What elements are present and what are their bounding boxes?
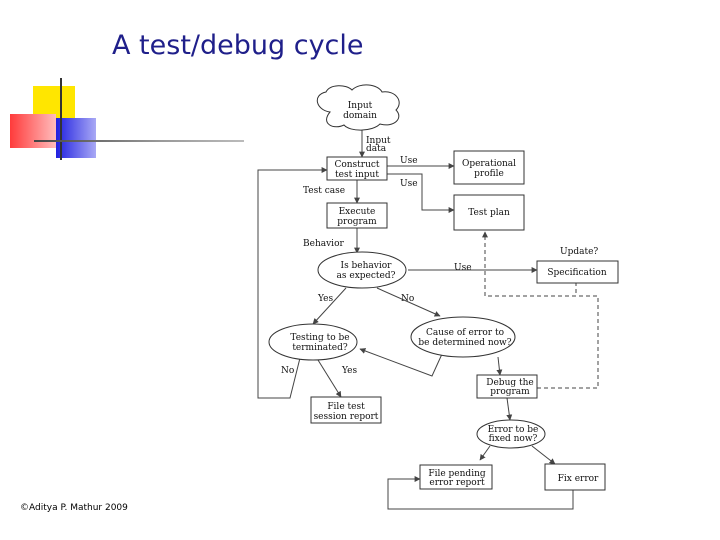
input-data-line2: data [366, 144, 387, 154]
flowchart-edges [257, 128, 599, 510]
execute-line1: Execute [339, 207, 376, 217]
testing-terminated-decision [268, 323, 358, 361]
specification-label: Specification [547, 268, 606, 278]
pending-line1: File pending [428, 469, 486, 479]
operational-profile-box [453, 150, 525, 185]
error-fixed-now-decision [476, 419, 546, 449]
execute-program-box [326, 202, 388, 229]
edge-errorfix-to-pending [479, 445, 491, 461]
cause-of-error-decision [410, 316, 516, 358]
edge-fix-return [387, 476, 574, 510]
execute-line2: program [337, 217, 377, 227]
edge-terminated-yes [317, 359, 342, 398]
file-test-session-report-box [310, 396, 382, 424]
debug-line2: program [490, 387, 530, 397]
slide-title: A test/debug cycle [112, 30, 364, 61]
operational-line1: Operational [462, 159, 516, 169]
horizontal-rule-decoration [34, 140, 244, 142]
specification-box [536, 260, 619, 284]
behavior-expected-decision [317, 251, 407, 289]
behavior-label: Behavior [303, 239, 344, 249]
use-operational-label: Use [400, 156, 418, 166]
blue-square-decoration [56, 118, 96, 158]
edge-errorfix-to-fix [531, 445, 556, 465]
file-pending-error-report-box [419, 464, 493, 490]
flowchart-nodes: Input domain Construct test input Execut… [268, 84, 619, 491]
session-report-line1: File test [327, 402, 365, 412]
flowchart-edge-labels: Input data Use Use Test case Behavior Us… [281, 136, 598, 376]
errorfix-line1: Error to be [488, 425, 539, 435]
no-behavior-label: No [401, 294, 414, 304]
edge-terminated-no-loop [257, 167, 328, 399]
terminated-line1: Testing to be [290, 333, 349, 343]
fix-error-label: Fix error [558, 474, 599, 484]
construct-line2: test input [335, 170, 379, 180]
edge-construct-to-testplan [387, 173, 455, 213]
errorfix-line2: fixed now? [489, 434, 538, 444]
input-data-line1: Input [366, 136, 391, 146]
input-domain-cloud [316, 84, 400, 131]
debug-program-box [476, 374, 538, 399]
use-testplan-label: Use [400, 179, 418, 189]
cause-line2: be determined now? [418, 338, 511, 348]
red-square-decoration [10, 114, 56, 148]
operational-line2: profile [474, 169, 504, 179]
pending-line2: error report [429, 478, 485, 488]
fix-error-box [544, 463, 606, 491]
edge-behavior-no [376, 287, 441, 317]
yes-terminated-label: Yes [341, 366, 357, 376]
cause-line1: Cause of error to [426, 328, 504, 338]
input-domain-line2: domain [343, 111, 377, 121]
construct-line1: Construct [334, 160, 379, 170]
terminated-line2: terminated? [292, 343, 348, 353]
no-terminated-label: No [281, 366, 294, 376]
debug-line1: Debug the [486, 378, 533, 388]
edge-cause-to-terminated [359, 348, 443, 377]
vertical-bar-decoration [60, 78, 62, 160]
update-label: Update? [560, 247, 598, 257]
edge-cause-to-debug [496, 356, 503, 376]
construct-test-input-box [326, 156, 388, 181]
session-report-line2: session report [314, 412, 379, 422]
footer-copyright: ©Aditya P. Mathur 2009 [20, 503, 128, 513]
yes-behavior-label: Yes [317, 294, 333, 304]
edge-debug-to-errorfix [506, 397, 513, 421]
test-case-label: Test case [303, 186, 345, 196]
test-plan-label: Test plan [468, 208, 510, 218]
test-plan-box [453, 194, 525, 231]
use-specification-label: Use [454, 263, 472, 273]
edge-behavior-yes [312, 287, 347, 325]
input-domain-line1: Input [348, 101, 373, 111]
edge-debug-update [537, 295, 599, 389]
behavior-line2: as expected? [337, 271, 396, 281]
behavior-line1: Is behavior [341, 261, 393, 271]
